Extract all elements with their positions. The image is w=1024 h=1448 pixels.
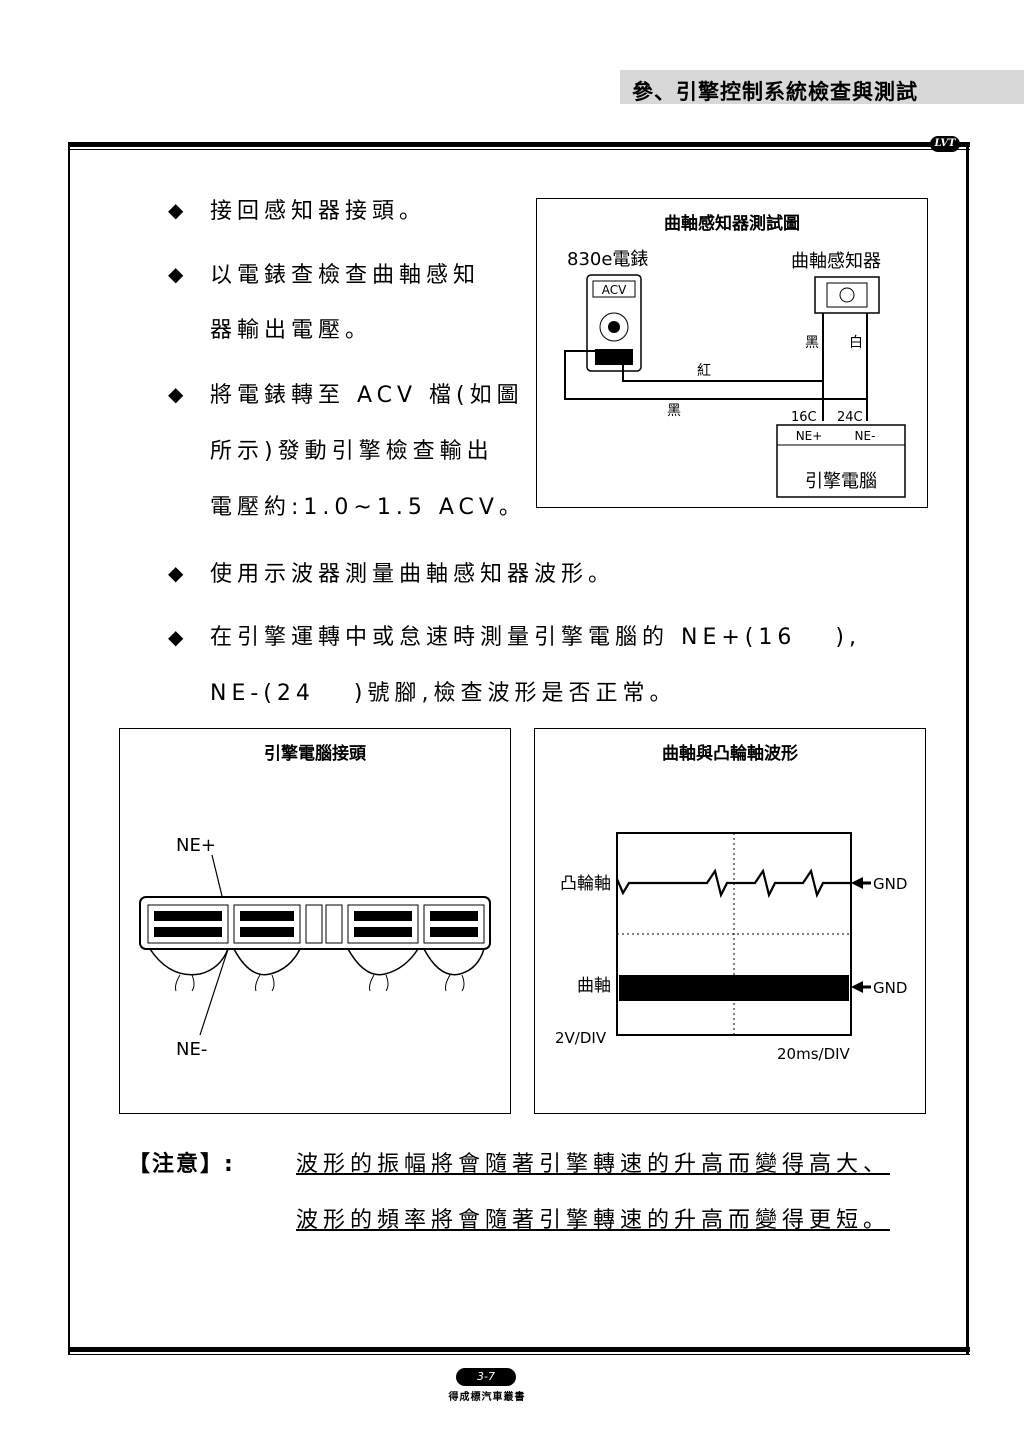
wire-white-label: 白	[849, 335, 863, 351]
bottom-rule-thin	[68, 1354, 970, 1355]
meter-test-figure: 曲軸感知器測試圖 830e電錶 ACV 曲軸感知器 黑 白 紅 黑 16C 24…	[536, 198, 928, 508]
left-border	[68, 142, 70, 1354]
pin-24c-label: 24C	[837, 410, 863, 425]
sensor-coil-icon	[826, 282, 868, 308]
ne-minus-label: NE-	[176, 1039, 207, 1060]
gnd-arrow-icon	[851, 981, 863, 993]
top-rule-thin	[68, 149, 970, 150]
wire-red-label: 紅	[697, 363, 711, 379]
page-number: 3-7	[456, 1368, 516, 1386]
sensor-label: 曲軸感知器	[791, 251, 881, 272]
meter-mode: ACV	[602, 283, 627, 297]
pin-16c-label: 16C	[791, 410, 817, 425]
connector-block-3	[347, 904, 419, 944]
bottom-rule	[68, 1347, 970, 1352]
waveform-figure-title: 曲軸與凸輪軸波形	[662, 743, 798, 764]
bullet-text-2b: 器輸出電壓。	[210, 318, 373, 343]
pin-ne-minus-label: NE-	[855, 429, 876, 443]
bullet-icon: ◆	[168, 561, 184, 585]
crank-waveform	[619, 975, 849, 1001]
ecu-connector-diagram: 引擎電腦接頭 NE+ NE-	[139, 743, 491, 1060]
waveform-figure: 曲軸與凸輪軸波形 凸輪軸 曲軸 GND GND 2V/DIV 20ms/DIV	[534, 728, 926, 1114]
ne-plus-label: NE+	[176, 835, 216, 856]
gnd-label-crank: GND	[873, 979, 907, 997]
bullet-text-3c: 電壓約:1.0~1.5 ACV。	[210, 495, 526, 520]
page-header-title: 參、引擎控制系統檢查與測試	[632, 80, 918, 104]
connector-block-2	[233, 904, 301, 944]
volts-per-div: 2V/DIV	[555, 1029, 607, 1047]
meter-figure-title: 曲軸感知器測試圖	[664, 213, 800, 234]
wire-black2-label: 黑	[667, 403, 681, 419]
connector-figure-title: 引擎電腦接頭	[264, 743, 367, 764]
pin-ne-plus-label: NE+	[796, 429, 823, 443]
right-border	[966, 142, 969, 1354]
bullet-text-2a: 以電錶查檢查曲軸感知	[210, 263, 481, 288]
cam-label: 凸輪軸	[560, 874, 611, 894]
publisher-name: 得成標汽車叢書	[448, 1392, 526, 1403]
ecu-label: 引擎電腦	[805, 471, 877, 492]
ecu-box	[776, 424, 906, 498]
gnd-arrow-icon	[851, 877, 863, 889]
logo-badge: LVT	[930, 136, 960, 152]
bullet-text-3a: 將電錶轉至 ACV 檔(如圖	[210, 383, 524, 408]
gnd-label-cam: GND	[873, 875, 907, 893]
bullet-icon: ◆	[168, 198, 184, 222]
meter-label: 830e電錶	[567, 249, 648, 270]
bullet-icon: ◆	[168, 382, 184, 406]
meter-display	[592, 280, 636, 298]
cam-waveform	[615, 868, 851, 899]
bullet-text-3b: 所示)發動引擎檢查輸出	[210, 439, 494, 464]
ecu-connector-figure: 引擎電腦接頭 NE+ NE-	[119, 728, 511, 1114]
bullet-icon: ◆	[168, 625, 184, 649]
top-rule	[68, 142, 970, 147]
meter-test-diagram: 曲軸感知器測試圖 830e電錶 ACV 曲軸感知器 黑 白 紅 黑 16C 24…	[564, 213, 906, 498]
note-line-1: 波形的振幅將會隨著引擎轉速的升高而變得高大、	[296, 1152, 891, 1177]
bullet-text-5b: NE-(24 )號腳,檢查波形是否正常。	[210, 681, 677, 706]
connector-block-1	[147, 904, 229, 944]
wire-black-label: 黑	[805, 335, 819, 351]
bullet-text-4: 使用示波器測量曲軸感知器波形。	[210, 562, 616, 587]
header-band	[620, 70, 1024, 104]
waveform-diagram: 曲軸與凸輪軸波形 凸輪軸 曲軸 GND GND 2V/DIV 20ms/DIV	[555, 743, 907, 1063]
bullet-icon: ◆	[168, 262, 184, 286]
connector-block-4	[423, 904, 485, 944]
bullet-text-5a: 在引擎運轉中或怠速時測量引擎電腦的 NE+(16 ),	[210, 625, 861, 650]
note-line-2: 波形的頻率將會隨著引擎轉速的升高而變得更短。	[296, 1208, 891, 1233]
bullet-text-1: 接回感知器接頭。	[210, 199, 427, 224]
time-per-div: 20ms/DIV	[777, 1045, 851, 1063]
crank-label: 曲軸	[577, 976, 611, 996]
note-label: 【注意】:	[128, 1152, 235, 1177]
